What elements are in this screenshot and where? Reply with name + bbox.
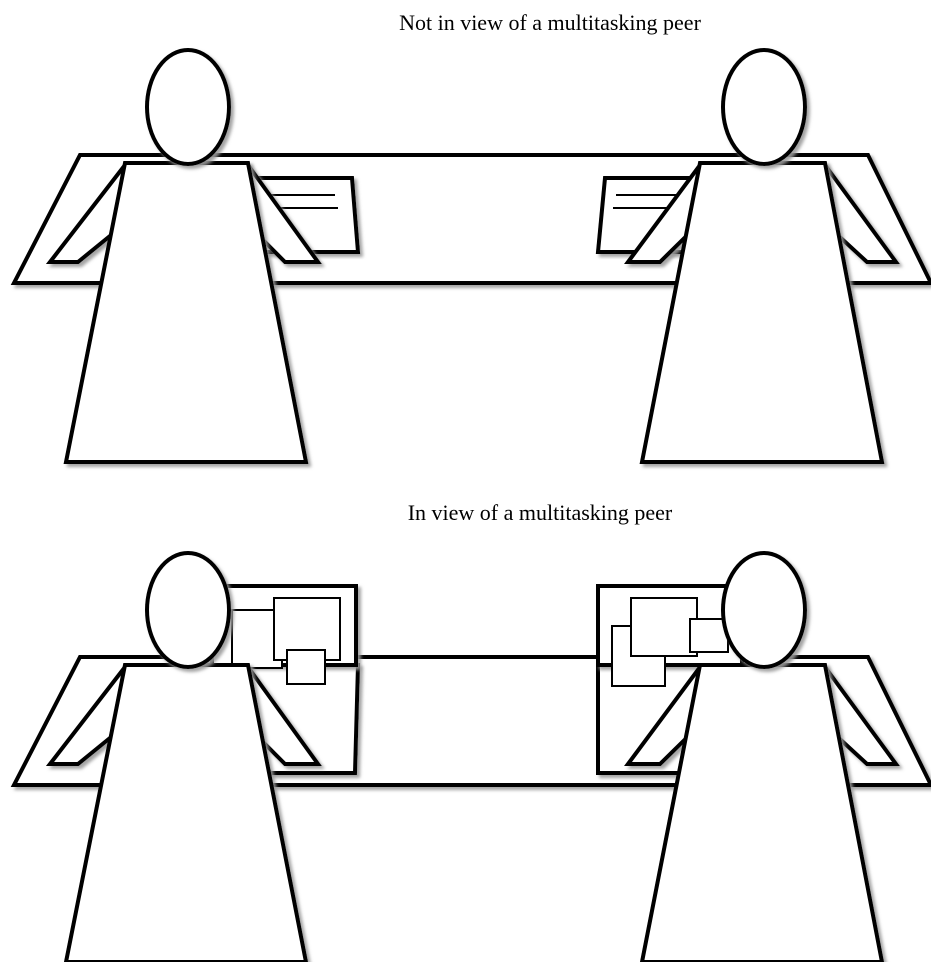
head — [147, 50, 229, 164]
window — [287, 650, 325, 684]
scene-not-in-view — [0, 0, 931, 470]
head — [147, 553, 229, 667]
head — [723, 50, 805, 164]
scene-in-view — [0, 490, 931, 962]
panel-in-view: In view of a multitasking peer — [0, 490, 931, 962]
window — [631, 598, 697, 656]
head — [723, 553, 805, 667]
panel-not-in-view: Not in view of a multitasking peer — [0, 0, 931, 470]
